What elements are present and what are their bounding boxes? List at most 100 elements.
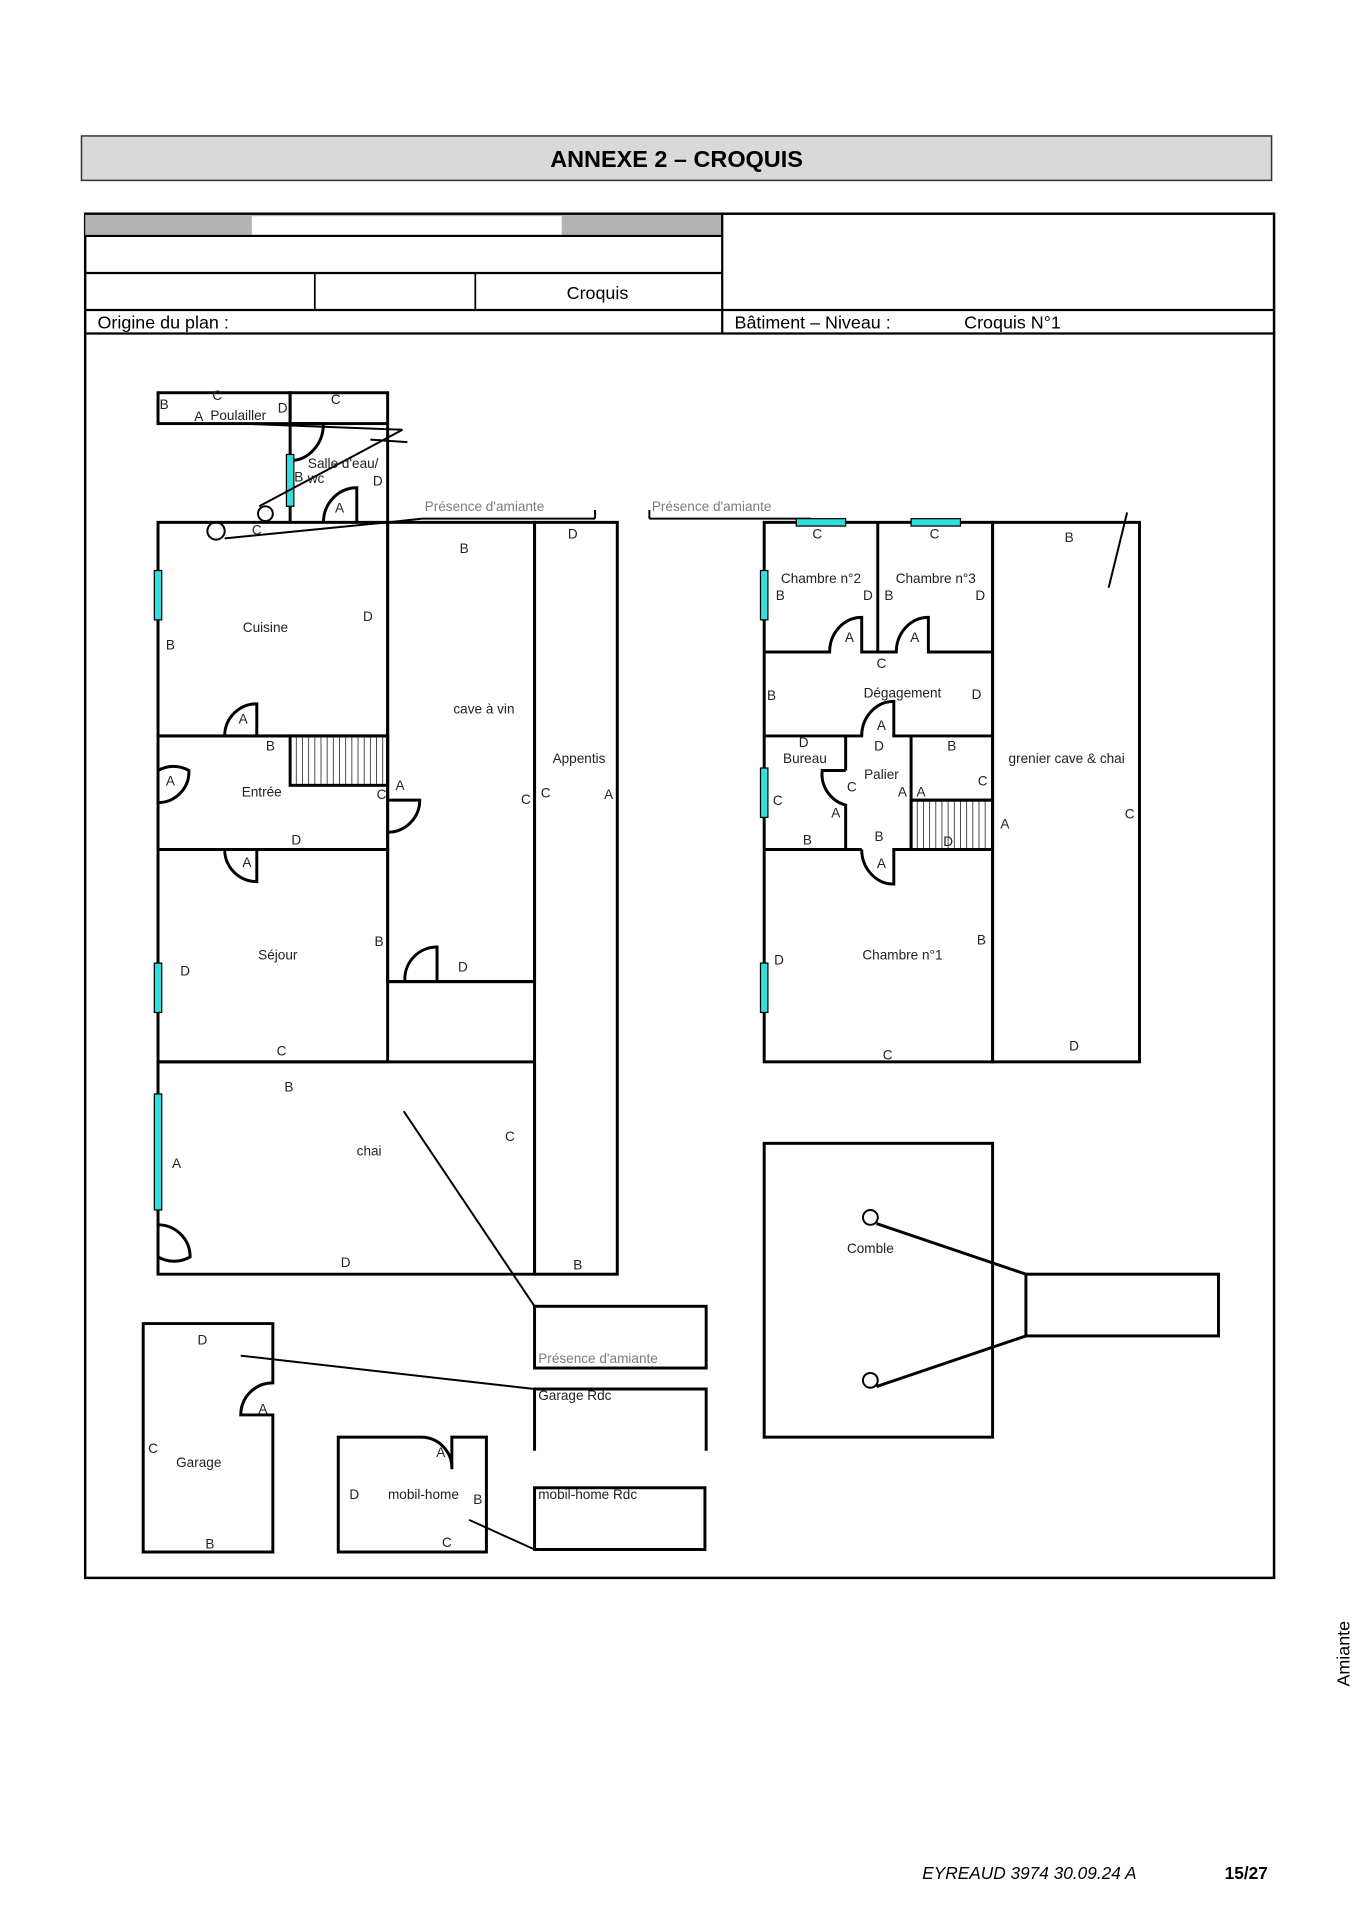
wall-letter: D: [943, 834, 953, 849]
wall-letter: D: [972, 687, 982, 702]
window: [759, 962, 769, 1014]
wall-letter: A: [910, 630, 920, 645]
wall-letter: C: [773, 793, 783, 808]
wall-letter: C: [277, 1044, 287, 1059]
comble-outline: [762, 1141, 995, 1439]
wall-letter: A: [845, 630, 855, 645]
wall-letter: B: [166, 638, 175, 653]
room-label: Chambre n°2: [781, 571, 861, 586]
wall-letter: C: [252, 523, 262, 538]
wall-letter: C: [812, 526, 822, 541]
window: [153, 1093, 163, 1211]
room-label: chai: [357, 1144, 382, 1159]
wall-letter: A: [916, 784, 926, 799]
wall-letter: D: [458, 960, 468, 975]
wall-letter: C: [505, 1129, 515, 1144]
wall-letter: D: [874, 739, 884, 754]
wall-letter: B: [947, 739, 956, 754]
room-label: mobil-home: [388, 1487, 459, 1502]
window: [759, 767, 769, 819]
stairs: [909, 798, 995, 851]
wall-letter: D: [349, 1487, 359, 1502]
room-label: Chambre n°1: [862, 947, 942, 962]
room-label: Entrée: [242, 784, 282, 799]
wall-letter: D: [363, 609, 373, 624]
wall-letter: C: [1125, 807, 1135, 822]
mobil-home-rdc-label: mobil-home Rdc: [538, 1487, 637, 1502]
room-label: Appentis: [553, 751, 606, 766]
annex-title: ANNEXE 2 – CROQUIS: [550, 146, 803, 172]
wall-letter: C: [148, 1441, 158, 1456]
wall-letter: D: [373, 473, 383, 488]
footer-reference: EYREAUD 3974 30.09.24 A: [922, 1863, 1136, 1883]
wall-letter: C: [331, 392, 341, 407]
wall-letter: B: [160, 397, 169, 412]
wall-letter: C: [377, 787, 387, 802]
plan-upper-floor: Chambre n°2 Chambre n°3 Dégagement Burea…: [759, 512, 1220, 1439]
wall-letter: A: [166, 773, 176, 788]
wall-letter: A: [877, 856, 887, 871]
annotation-box: [533, 1304, 708, 1370]
wall-letter: A: [239, 712, 249, 727]
annotation-box: [533, 1486, 707, 1551]
doors: [157, 702, 439, 1263]
batiment-value: Croquis N°1: [964, 313, 1061, 333]
wall-letter: C: [877, 656, 887, 671]
wall-letter: C: [442, 1535, 452, 1550]
presence-label: Présence d'amiante: [538, 1351, 658, 1366]
wall-letter: A: [258, 1402, 268, 1417]
wall-letter: C: [978, 773, 988, 788]
wall-letter: C: [847, 779, 857, 794]
plan-ground-floor: Présence d'amiante Présence d'amiante Pr…: [141, 388, 812, 1554]
room-label: Palier: [864, 767, 899, 782]
window: [153, 962, 163, 1014]
wall-letter: A: [242, 855, 252, 870]
wall-letter: B: [266, 739, 275, 754]
window: [285, 453, 295, 507]
wall-letter: D: [341, 1255, 351, 1270]
origine-label: Origine du plan :: [98, 313, 229, 333]
wall-letter: D: [198, 1333, 208, 1348]
room-label: Dégagement: [864, 686, 942, 701]
window: [910, 518, 962, 527]
wall-letter: B: [977, 933, 986, 948]
room-label: Poulailler: [210, 408, 266, 423]
wall-letter: A: [395, 778, 405, 793]
room-label: Garage: [176, 1455, 221, 1470]
annotation-box: [1024, 1272, 1220, 1338]
wall-letter: B: [294, 470, 303, 485]
wall-letter: B: [884, 588, 893, 603]
croquis-label: Croquis: [567, 283, 629, 303]
wall-letter: B: [803, 833, 812, 848]
wall-letter: B: [767, 688, 776, 703]
room-label: Chambre n°3: [896, 571, 976, 586]
wall-letter: A: [194, 409, 204, 424]
window: [153, 569, 163, 621]
wall-letter: A: [436, 1445, 446, 1460]
wall-letter: D: [975, 588, 985, 603]
page-number: 15/27: [1225, 1863, 1268, 1883]
wall-letter: D: [799, 735, 809, 750]
window: [795, 518, 847, 527]
stairs: [288, 734, 390, 787]
wall-letter: D: [180, 963, 190, 978]
wall-letter: D: [278, 400, 288, 415]
wall-letter: D: [1069, 1039, 1079, 1054]
wall-letter: C: [541, 786, 551, 801]
wall-letter: D: [863, 588, 873, 603]
room-label: Bureau: [783, 751, 827, 766]
garage-outline: [141, 1322, 275, 1554]
wall-letter: B: [776, 588, 785, 603]
room-label: Comble: [847, 1241, 894, 1256]
room-label: Séjour: [258, 947, 298, 962]
wall-letter: B: [874, 829, 883, 844]
presence-label: Présence d'amiante: [652, 499, 772, 514]
room-label: wc: [307, 471, 325, 486]
wall-letter: D: [774, 952, 784, 967]
window: [759, 569, 769, 621]
presence-label: Présence d'amiante: [425, 499, 545, 514]
wall-letter: B: [473, 1492, 482, 1507]
